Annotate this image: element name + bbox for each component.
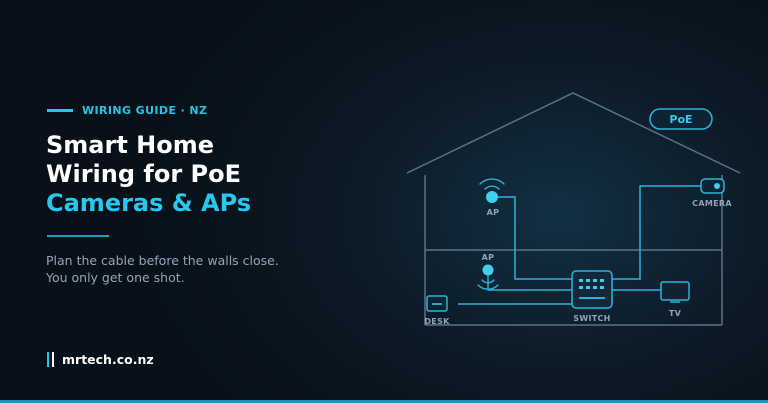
switch-label: SWITCH xyxy=(573,314,610,323)
bottom-accent-bar xyxy=(0,400,768,403)
camera-icon xyxy=(700,178,725,194)
wire-camera xyxy=(612,185,702,280)
network-switch-icon xyxy=(571,270,613,309)
switch-status-bar xyxy=(579,297,605,299)
wifi-signal-icon xyxy=(479,178,505,190)
wire-ap-upper xyxy=(492,196,572,280)
access-point-icon xyxy=(482,264,494,276)
access-point-icon xyxy=(486,191,498,203)
switch-ports-icon xyxy=(579,279,604,289)
poe-badge: PoE xyxy=(649,108,713,130)
brand: mrtech.co.nz xyxy=(47,352,154,367)
eyebrow-text: WIRING GUIDE · NZ xyxy=(82,104,208,117)
camera: CAMERA xyxy=(692,178,732,208)
title-line-1: Smart Home xyxy=(46,131,215,159)
title-line-2: Wiring for PoE xyxy=(46,160,241,188)
house-roof xyxy=(406,92,741,174)
switch: SWITCH xyxy=(571,270,613,323)
brand-mark-icon xyxy=(47,352,54,367)
tv-icon xyxy=(660,281,690,301)
eyebrow-line xyxy=(47,109,73,112)
wifi-signal-icon xyxy=(477,275,499,291)
wires xyxy=(458,185,702,305)
title-divider xyxy=(47,235,109,237)
ap-lower-label: AP xyxy=(482,253,495,262)
page-title: Smart Home Wiring for PoE Cameras & APs xyxy=(46,131,251,218)
camera-label: CAMERA xyxy=(692,199,732,208)
brand-url: mrtech.co.nz xyxy=(62,352,154,367)
ap-lower: AP xyxy=(477,253,499,291)
desk-label: DESK xyxy=(424,317,450,326)
poe-badge-text: PoE xyxy=(669,113,692,126)
ap-upper-label: AP xyxy=(487,208,500,217)
eyebrow: WIRING GUIDE · NZ xyxy=(47,104,207,117)
subtitle: Plan the cable before the walls close. Y… xyxy=(46,253,279,285)
desk: DESK xyxy=(424,295,450,326)
tv-label: TV xyxy=(669,309,682,318)
tv: TV xyxy=(660,281,690,318)
title-line-accent: Cameras & APs xyxy=(46,189,252,217)
camera-lens-icon xyxy=(714,183,720,189)
ap-upper: AP xyxy=(479,178,505,217)
